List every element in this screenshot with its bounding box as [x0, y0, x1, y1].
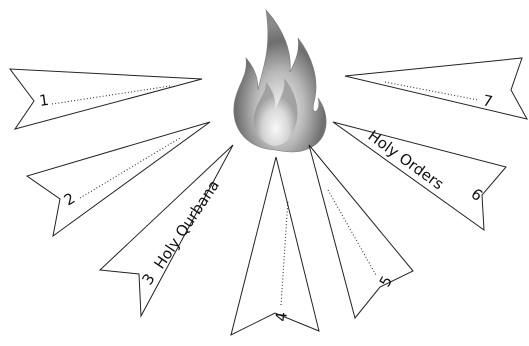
- arrow-4-number: 4: [272, 311, 291, 322]
- arrow-5: 5: [308, 144, 414, 320]
- arrow-4: 4: [230, 156, 320, 336]
- arrow-1: 1: [8, 68, 203, 130]
- arrow-7: 7: [344, 57, 528, 120]
- arrow-2: 2: [25, 121, 211, 238]
- flame-icon: [233, 9, 327, 153]
- arrow-7-number: 7: [481, 91, 494, 111]
- arrow-1-number: 1: [38, 91, 50, 110]
